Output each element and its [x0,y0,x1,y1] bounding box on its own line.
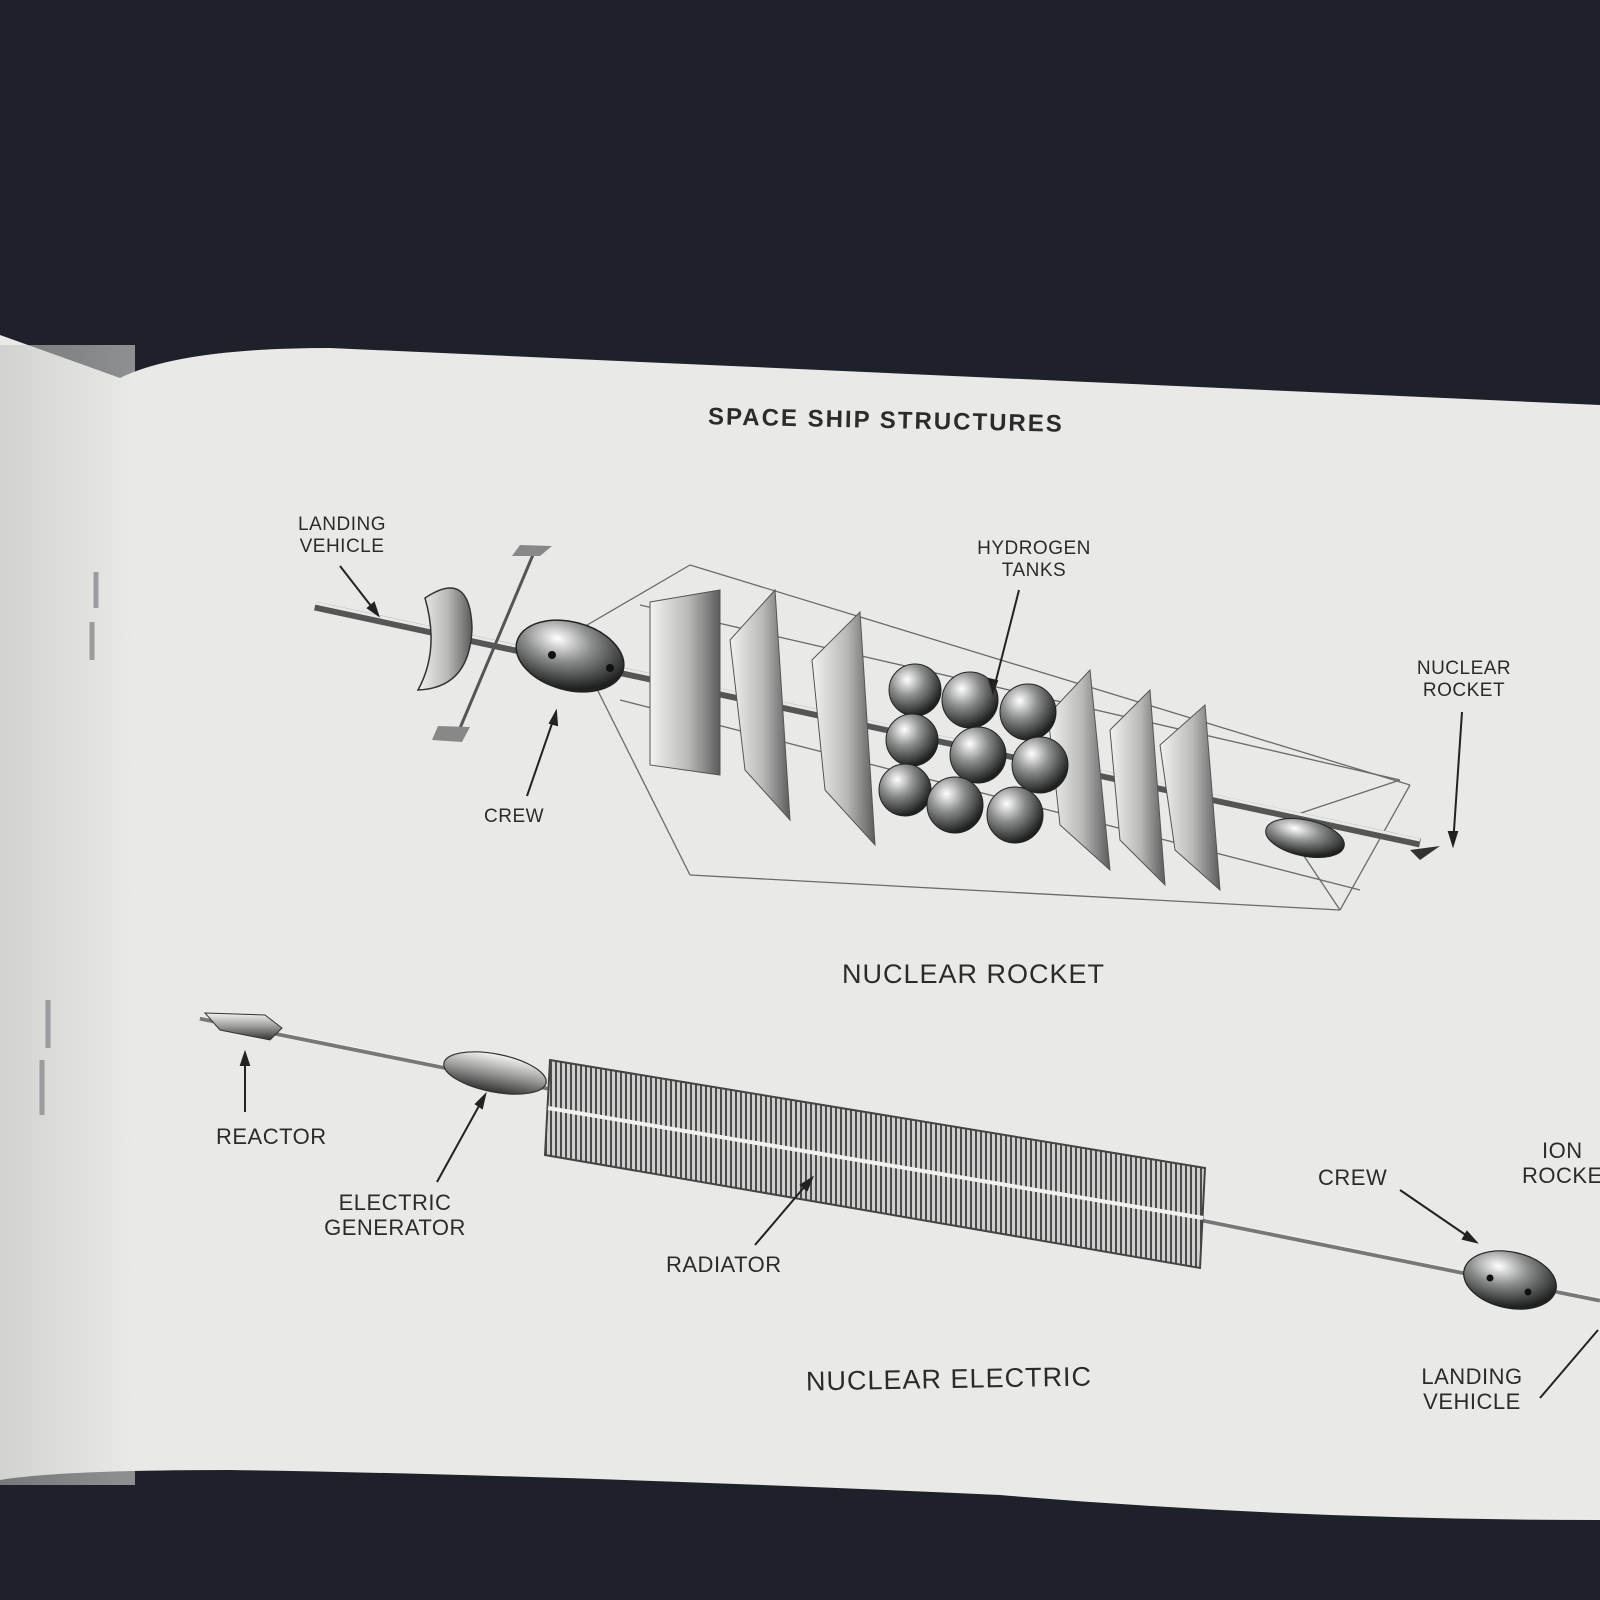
binding-gutter [0,345,135,1485]
label-line: LANDING [298,514,386,535]
label-line: LANDING [1421,1364,1523,1389]
nuclear-electric-illustration [199,1012,1600,1310]
nuclear-rocket-illustration [314,545,1440,911]
label-ion-rocket: ION ROCKET [1522,1138,1600,1189]
caption-nuclear-rocket: NUCLEAR ROCKET [842,959,1106,989]
label-hydrogen-tanks: HYDROGEN TANKS [972,538,1096,582]
label-line: ION [1542,1138,1583,1163]
label-landing-vehicle-bottom: LANDING VEHICLE [1412,1364,1532,1415]
label-line: ROCKET [1522,1163,1600,1189]
label-landing-vehicle-top: LANDING VEHICLE [290,514,394,558]
label-crew-bottom: CREW [1318,1165,1388,1190]
label-electric-generator: ELECTRIC GENERATOR [313,1190,477,1241]
label-line: VEHICLE [299,535,385,557]
label-line: HYDROGEN [977,538,1091,559]
label-line: VEHICLE [1423,1389,1521,1415]
label-line: ELECTRIC [338,1190,452,1215]
leader-arrows [239,565,1599,1399]
label-line: ROCKET [1422,679,1506,701]
staple-icon [39,572,99,1115]
label-line: NUCLEAR [1416,658,1512,679]
paper-page [0,335,1600,1520]
label-crew-top: CREW [484,806,545,827]
label-line: GENERATOR [324,1215,466,1241]
label-nuclear-rocket-part: NUCLEAR ROCKET [1412,658,1516,702]
label-radiator: RADIATOR [666,1252,782,1277]
label-reactor: REACTOR [216,1124,327,1149]
caption-nuclear-electric: NUCLEAR ELECTRIC [805,1361,1093,1397]
label-line: TANKS [1001,559,1067,581]
